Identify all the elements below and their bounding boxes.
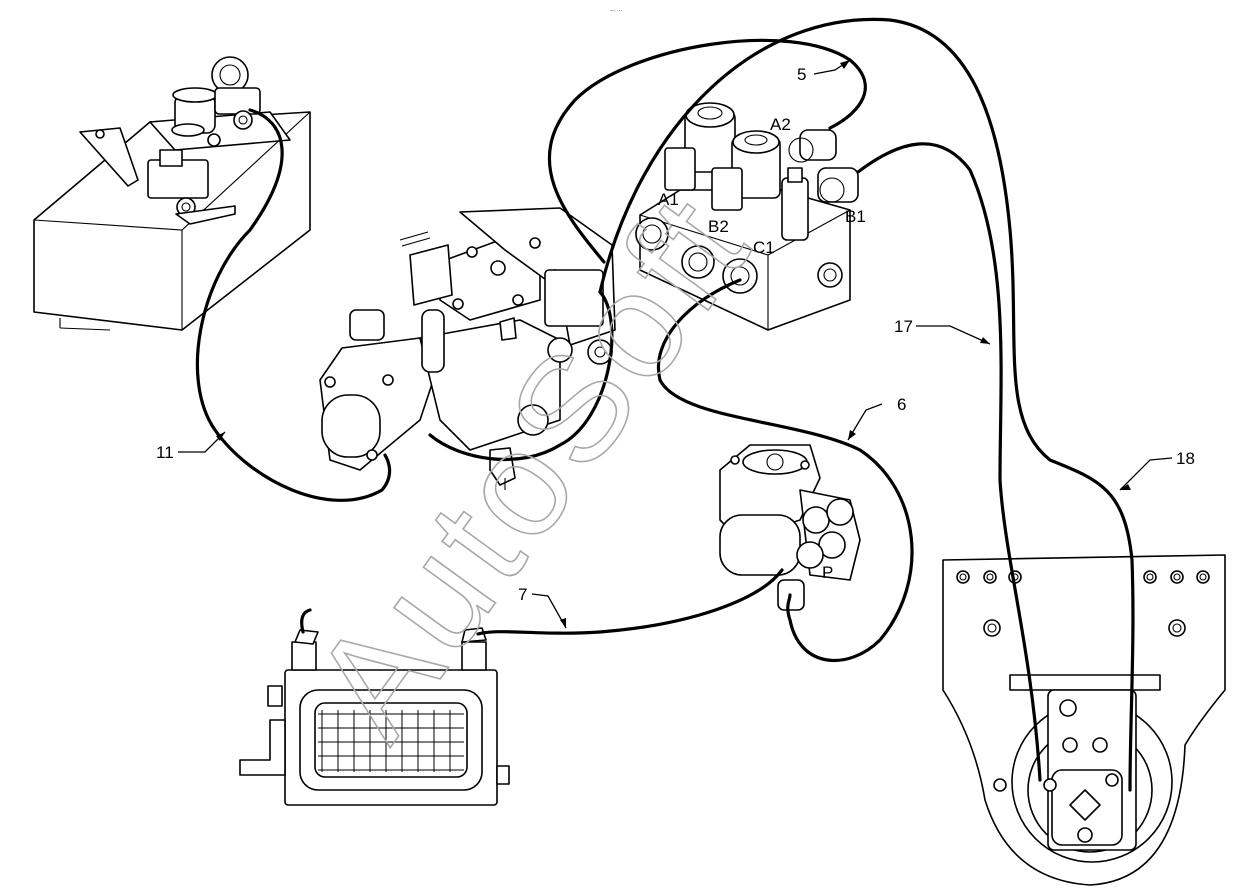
oil-cooler bbox=[239, 627, 510, 806]
callout-17: 17 bbox=[894, 317, 991, 345]
callout-label-17: 17 bbox=[894, 317, 913, 336]
port-label-p: P bbox=[822, 563, 833, 582]
callout-6: 6 bbox=[847, 395, 906, 441]
cooler-mesh bbox=[318, 710, 464, 772]
callout-label-6: 6 bbox=[897, 395, 906, 414]
port-label-c1: C1 bbox=[753, 238, 775, 257]
callout-label-11: 11 bbox=[156, 443, 174, 462]
port-label-a1: A1 bbox=[658, 190, 679, 209]
callout-11: 11 bbox=[156, 431, 226, 462]
wheel-motor bbox=[942, 554, 1226, 886]
callout-label-5: 5 bbox=[797, 65, 806, 84]
callout-18: 18 bbox=[1119, 449, 1195, 491]
port-label-b2: B2 bbox=[708, 217, 729, 236]
hoses bbox=[195, 17, 1135, 792]
steering-unit bbox=[719, 444, 861, 611]
hydraulic-pump bbox=[319, 207, 616, 490]
callout-label-18: 18 bbox=[1176, 449, 1195, 468]
hydraulic-tank bbox=[33, 56, 311, 331]
callout-7: 7 bbox=[518, 585, 567, 629]
callout-5: 5 bbox=[797, 59, 851, 84]
port-label-a2: A2 bbox=[770, 115, 791, 134]
port-label-b1: B1 bbox=[845, 207, 866, 226]
header-mark: –·· ··· bbox=[610, 8, 622, 14]
control-valve-block bbox=[635, 102, 859, 331]
callout-label-7: 7 bbox=[518, 585, 527, 604]
